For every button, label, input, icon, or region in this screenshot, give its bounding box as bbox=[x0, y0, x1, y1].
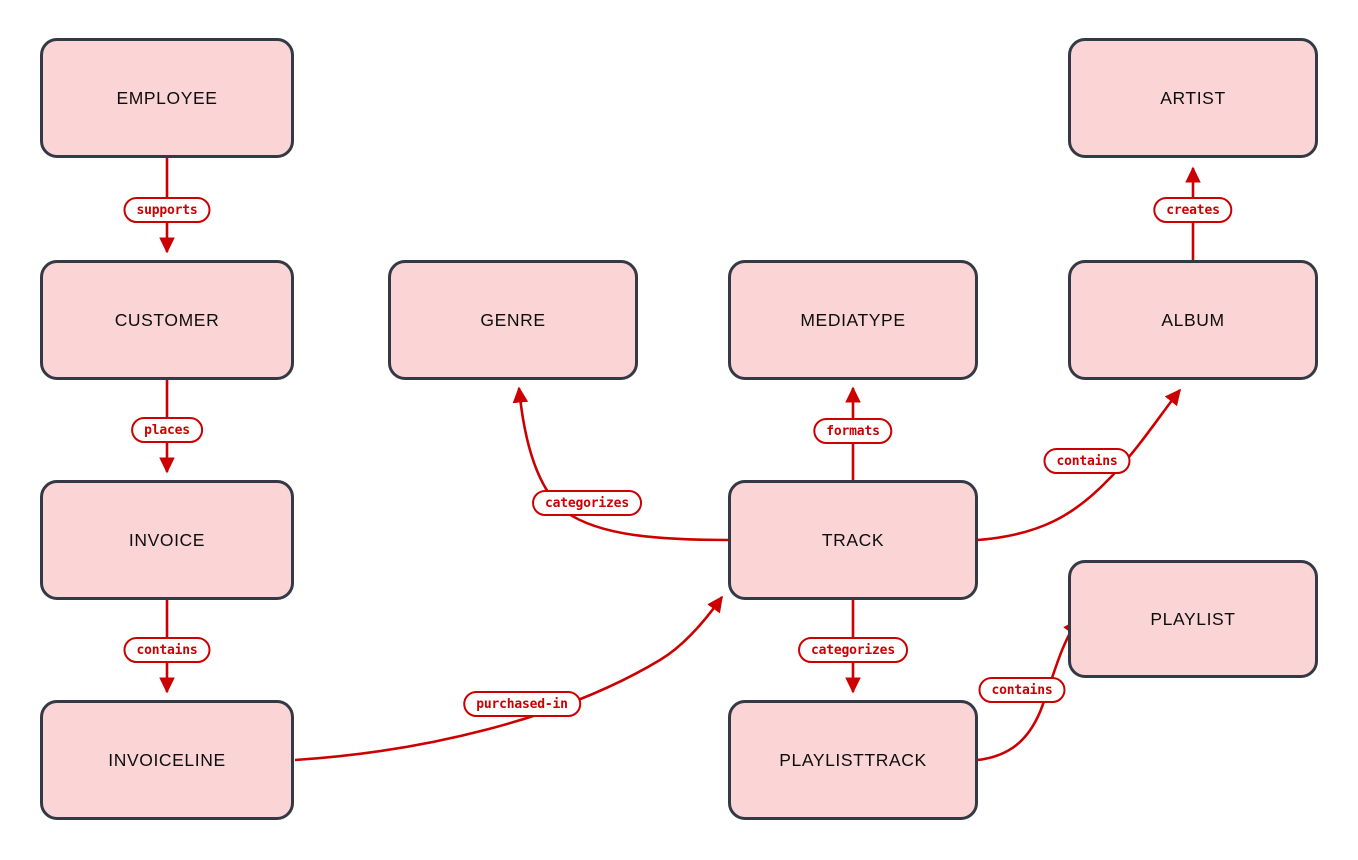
edge-invoiceline-track bbox=[294, 595, 724, 762]
edge-label-text: contains bbox=[991, 682, 1053, 698]
edge-label-employee-customer[interactable]: supports bbox=[123, 197, 211, 223]
entity-node-playlist[interactable]: PLAYLIST bbox=[1068, 560, 1318, 678]
entity-label: INVOICE bbox=[128, 529, 206, 550]
edge-label-track-album[interactable]: contains bbox=[1043, 448, 1131, 474]
edge-label-text: contains bbox=[1056, 453, 1118, 469]
edge-label-invoice-invoiceline[interactable]: contains bbox=[123, 637, 211, 663]
entity-node-invoiceline[interactable]: INVOICELINE bbox=[40, 700, 294, 820]
entity-node-artist[interactable]: ARTIST bbox=[1068, 38, 1318, 158]
entity-label: INVOICELINE bbox=[108, 749, 226, 770]
edge-label-text: categorizes bbox=[545, 495, 629, 511]
edge-label-text: supports bbox=[136, 202, 198, 218]
entity-node-mediatype[interactable]: MEDIATYPE bbox=[728, 260, 978, 380]
entity-node-invoice[interactable]: INVOICE bbox=[40, 480, 294, 600]
entity-node-track[interactable]: TRACK bbox=[728, 480, 978, 600]
entity-node-customer[interactable]: CUSTOMER bbox=[40, 260, 294, 380]
entity-node-genre[interactable]: GENRE bbox=[388, 260, 638, 380]
edge-label-customer-invoice[interactable]: places bbox=[131, 417, 203, 443]
edge-label-album-artist[interactable]: creates bbox=[1153, 197, 1233, 223]
edge-label-text: contains bbox=[136, 642, 198, 658]
entity-node-playlisttrack[interactable]: PLAYLISTTRACK bbox=[728, 700, 978, 820]
entity-label: ARTIST bbox=[1160, 87, 1226, 108]
edge-track-genre bbox=[512, 386, 729, 542]
edge-label-text: purchased-in bbox=[476, 696, 568, 712]
entity-label: EMPLOYEE bbox=[116, 87, 218, 108]
entity-node-employee[interactable]: EMPLOYEE bbox=[40, 38, 294, 158]
entity-label: PLAYLISTTRACK bbox=[779, 749, 927, 770]
edge-label-text: categorizes bbox=[811, 642, 895, 658]
entity-label: MEDIATYPE bbox=[800, 309, 906, 330]
entity-label: TRACK bbox=[821, 529, 885, 550]
edge-label-track-mediatype[interactable]: formats bbox=[813, 418, 893, 444]
edge-label-text: creates bbox=[1166, 202, 1220, 218]
entity-label: GENRE bbox=[480, 309, 546, 330]
edge-label-track-playlisttrack[interactable]: categorizes bbox=[798, 637, 908, 663]
edge-label-text: places bbox=[144, 422, 190, 438]
entity-label: PLAYLIST bbox=[1150, 608, 1236, 629]
entity-label: ALBUM bbox=[1161, 309, 1225, 330]
entity-label: CUSTOMER bbox=[114, 309, 220, 330]
edge-label-playlisttrack-playlist[interactable]: contains bbox=[978, 677, 1066, 703]
edge-label-invoiceline-track[interactable]: purchased-in bbox=[463, 691, 581, 717]
edge-label-text: formats bbox=[826, 423, 880, 439]
entity-node-album[interactable]: ALBUM bbox=[1068, 260, 1318, 380]
edge-label-track-genre[interactable]: categorizes bbox=[532, 490, 642, 516]
